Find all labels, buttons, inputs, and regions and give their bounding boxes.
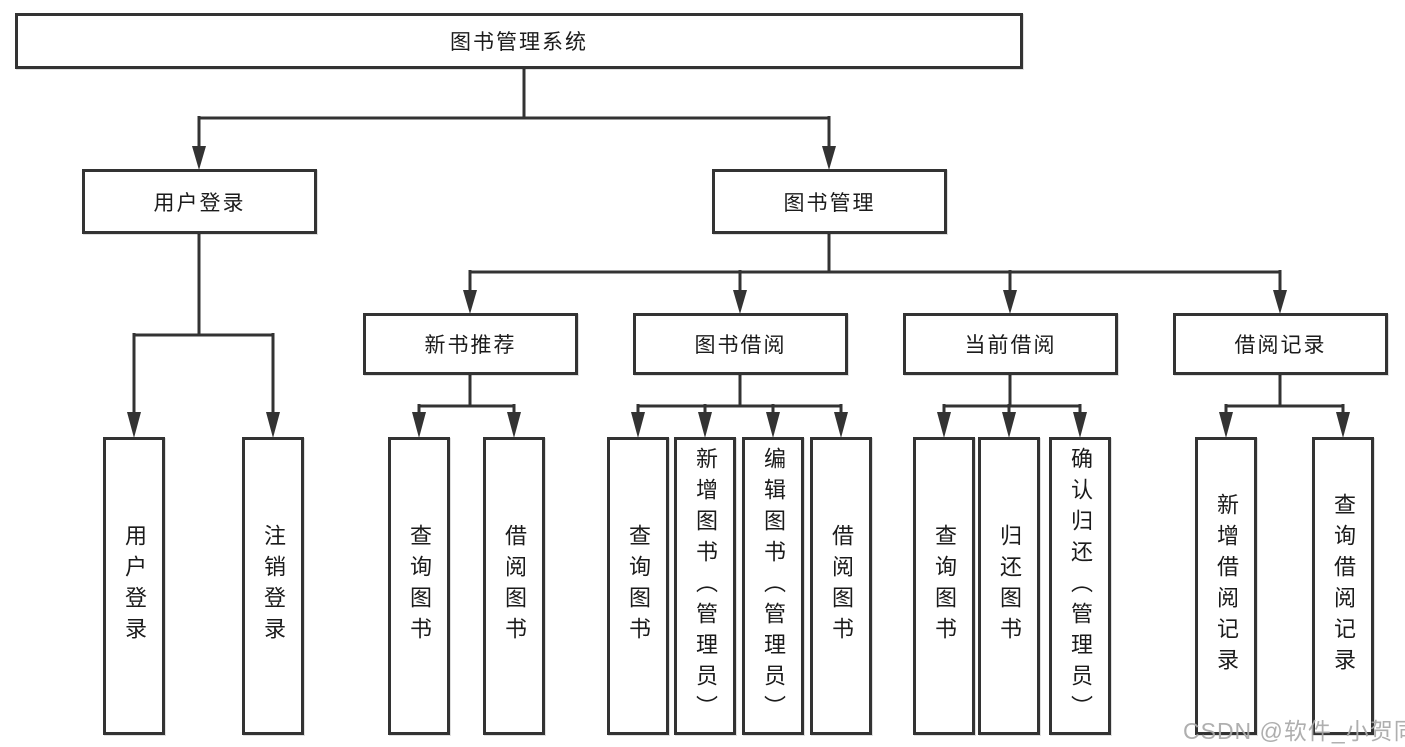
- node-label: 新增图书（管理员）: [693, 446, 718, 726]
- leaf-return-book: 归还图书: [978, 437, 1040, 735]
- node-new-book-recommend: 新书推荐: [363, 313, 578, 375]
- leaf-user-login: 用户登录: [103, 437, 165, 735]
- node-label: 查询借阅记录: [1331, 493, 1356, 679]
- leaf-query-book-current: 查询图书: [913, 437, 975, 735]
- node-label: 借阅图书: [829, 524, 854, 648]
- node-label: 借阅记录: [1234, 334, 1327, 357]
- leaf-add-book-admin: 新增图书（管理员）: [674, 437, 736, 735]
- node-label: 注销登录: [261, 524, 286, 648]
- leaf-borrow-book: 借阅图书: [810, 437, 872, 735]
- node-borrow-records: 借阅记录: [1173, 313, 1388, 375]
- node-book-borrow: 图书借阅: [633, 313, 848, 375]
- node-label: 编辑图书（管理员）: [761, 446, 786, 726]
- node-label: 确认归还（管理员）: [1068, 446, 1093, 726]
- node-label: 新增借阅记录: [1214, 493, 1239, 679]
- node-root: 图书管理系统: [15, 13, 1023, 69]
- node-book-management: 图书管理: [712, 169, 947, 234]
- node-label: 图书管理系统: [450, 31, 588, 54]
- node-label: 图书管理: [783, 191, 876, 215]
- node-label: 用户登录: [122, 524, 147, 648]
- node-label: 查询图书: [626, 524, 651, 648]
- leaf-query-borrow-record: 查询借阅记录: [1312, 437, 1374, 735]
- node-label: 查询图书: [932, 524, 957, 648]
- leaf-add-borrow-record: 新增借阅记录: [1195, 437, 1257, 735]
- arrowheads: [127, 146, 1350, 438]
- leaf-logout-login: 注销登录: [242, 437, 304, 735]
- node-label: 归还图书: [997, 524, 1022, 648]
- leaf-query-book-borrow: 查询图书: [607, 437, 669, 735]
- node-label: 用户登录: [153, 191, 246, 215]
- leaf-edit-book-admin: 编辑图书（管理员）: [742, 437, 804, 735]
- leaf-confirm-return-admin: 确认归还（管理员）: [1049, 437, 1111, 735]
- node-label: 图书借阅: [694, 334, 787, 357]
- node-current-borrow: 当前借阅: [903, 313, 1118, 375]
- leaf-query-book-recommend: 查询图书: [388, 437, 450, 735]
- leaf-borrow-book-recommend: 借阅图书: [483, 437, 545, 735]
- tree-edges: [132, 69, 1345, 418]
- node-label: 查询图书: [407, 524, 432, 648]
- node-label: 当前借阅: [964, 334, 1057, 357]
- node-label: 借阅图书: [502, 524, 527, 648]
- node-user-login: 用户登录: [82, 169, 317, 234]
- node-label: 新书推荐: [424, 334, 517, 357]
